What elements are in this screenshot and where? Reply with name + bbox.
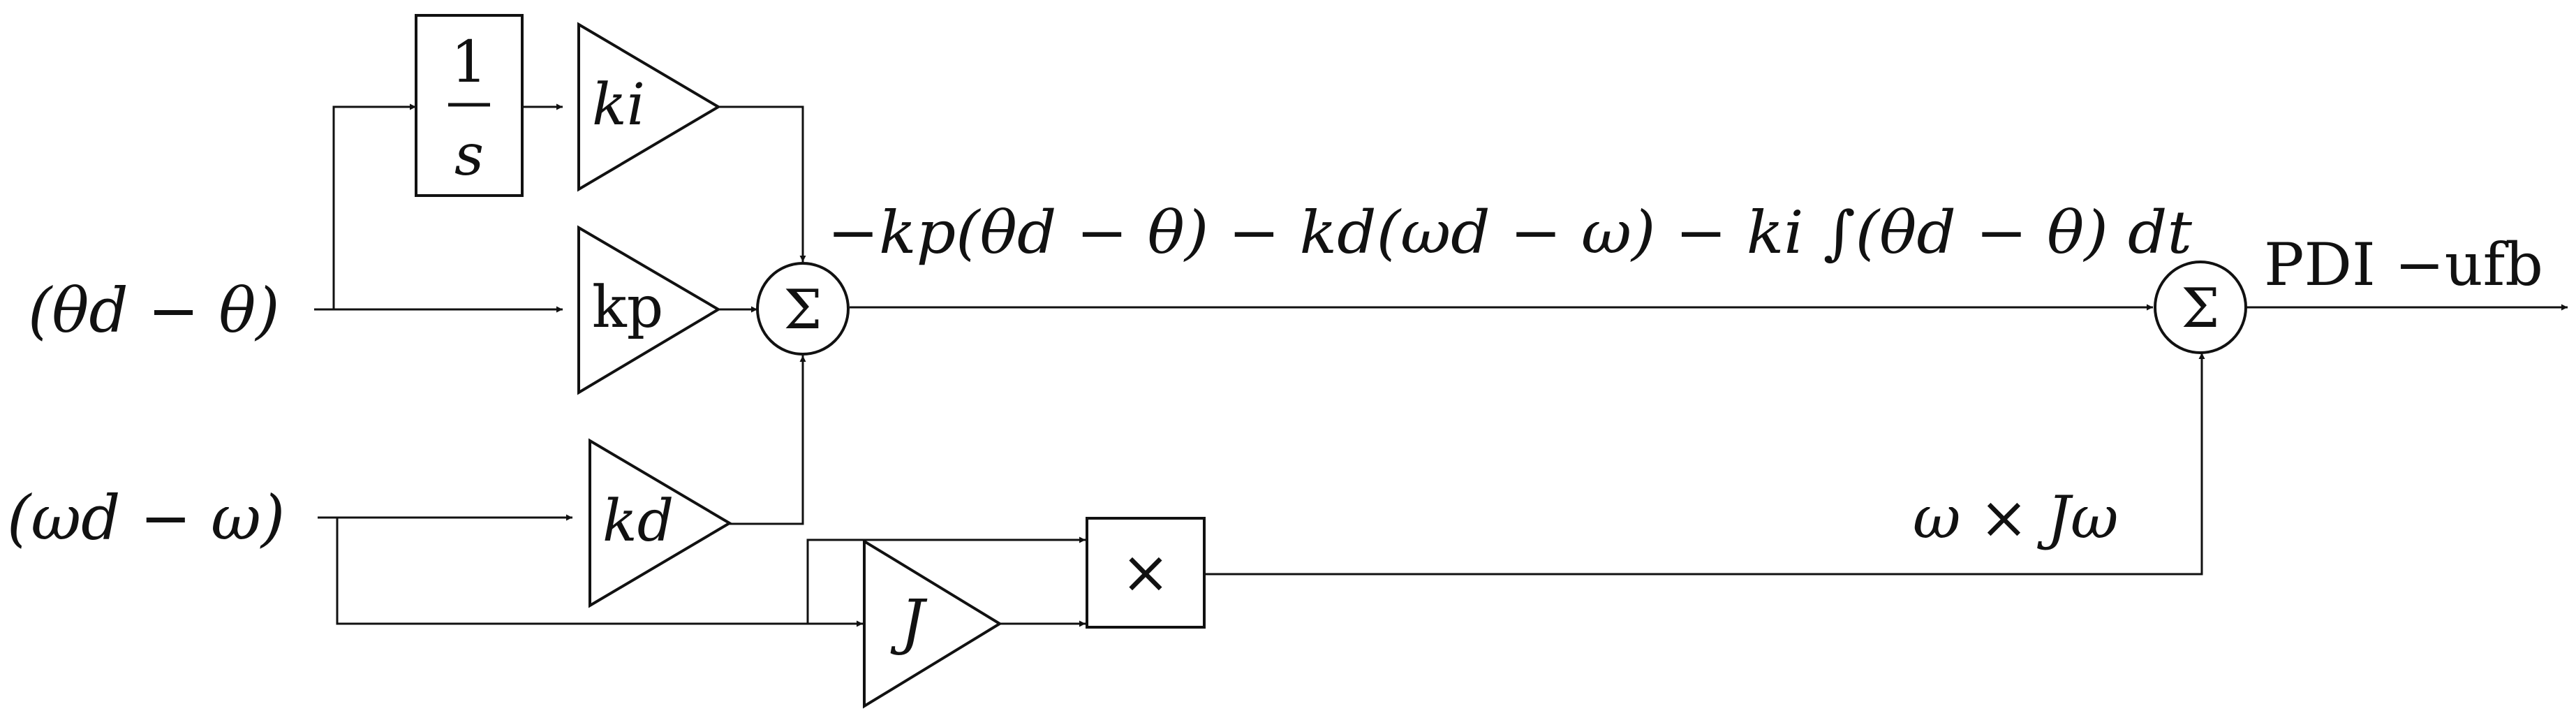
gain-kd-block: kd: [589, 438, 732, 608]
multiply-symbol: ×: [1121, 538, 1170, 606]
pdi-output-label: PDI −ufb: [2264, 230, 2543, 299]
theta-error-input-label: (θd − θ): [28, 274, 280, 346]
gain-ki-block: ki: [577, 22, 721, 192]
wire-theta-to-integrator: [332, 103, 416, 309]
wire-omega-to-multiply: [806, 536, 1086, 624]
gain-kp-block: kp: [577, 225, 721, 395]
wire-multiply-to-sum: [1206, 353, 2205, 576]
gyroscopic-term-label: ω × Jω: [1913, 483, 2118, 552]
gain-kp-label: kp: [592, 274, 663, 341]
signal-wires: [314, 103, 2568, 627]
gain-kd-label: kd: [602, 488, 674, 555]
summing-junction-pid: Σ: [756, 262, 850, 356]
wire-kd-to-sum: [730, 356, 806, 525]
integrator-denominator: s: [454, 122, 484, 189]
sum-symbol-pid: Σ: [783, 279, 822, 342]
summing-junction-output: Σ: [2154, 261, 2247, 354]
integrator-numerator: 1: [451, 29, 487, 96]
sum-symbol-output: Σ: [2181, 277, 2219, 340]
integrator-block: 1 s: [415, 14, 524, 197]
omega-error-input-label: (ωd − ω): [7, 482, 285, 554]
wire-ki-to-sum: [719, 105, 806, 262]
gain-j-block: J: [863, 538, 1002, 709]
gain-ki-label: ki: [592, 72, 645, 138]
wire-omega-to-j: [336, 518, 863, 627]
pid-expression-label: −kp(θd − θ) − kd(ωd − ω) − ki ∫(θd − θ) …: [827, 198, 2192, 267]
multiply-block: ×: [1086, 517, 1206, 629]
